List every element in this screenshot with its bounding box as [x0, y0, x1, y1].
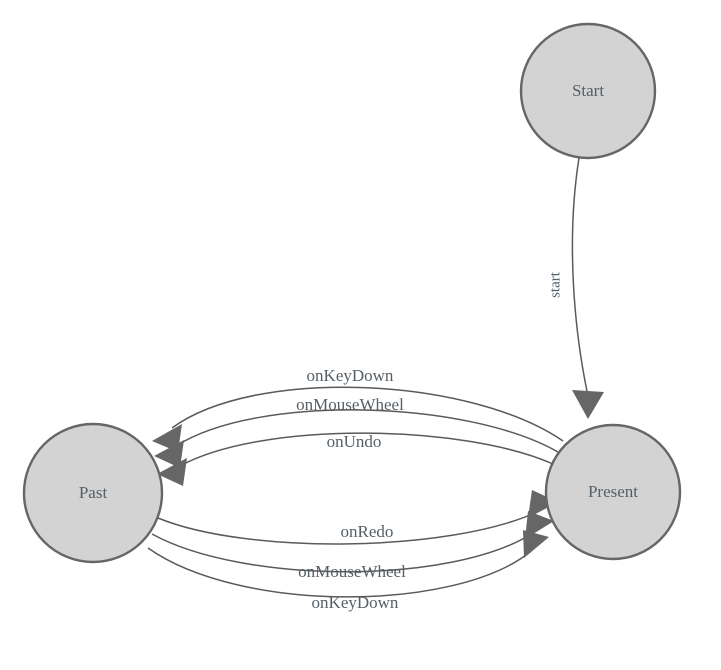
node-present[interactable]: Present [544, 423, 682, 561]
edge-start-to-present-path [571, 157, 589, 397]
edge-present-to-past-undo-path [179, 432, 554, 467]
edge-past-to-present-keydown-path [147, 547, 531, 598]
edge-present-to-past-undo[interactable]: onUndo [157, 432, 554, 486]
edge-past-to-present-mousewheel-path [151, 532, 534, 573]
edge-label-past-to-present-keydown: onKeyDown [312, 593, 399, 612]
node-present-label: Present [588, 482, 638, 501]
edge-label-past-to-present-mousewheel: onMouseWheel [298, 562, 406, 581]
edge-present-to-past-mousewheel-path [175, 409, 559, 453]
edge-present-to-past-keydown-path [171, 386, 564, 442]
edge-present-to-past-keydown[interactable]: onKeyDown [152, 366, 564, 452]
arrowhead-into-present-lower-1 [528, 490, 558, 518]
node-past-circle [22, 422, 164, 564]
arrowhead-into-past-upper-2 [154, 440, 184, 468]
node-start[interactable]: Start [519, 22, 657, 160]
node-past[interactable]: Past [22, 422, 164, 564]
node-start-label: Start [572, 81, 604, 100]
edge-label-past-to-present-redo: onRedo [341, 522, 394, 541]
node-present-circle [544, 423, 682, 561]
arrowhead-into-present-lower-2 [525, 511, 554, 539]
edge-start-to-present[interactable]: start [547, 157, 604, 419]
node-past-label: Past [79, 483, 108, 502]
edge-past-to-present-redo[interactable]: onRedo [157, 490, 558, 545]
edge-present-to-past-mousewheel[interactable]: onMouseWheel [154, 395, 559, 468]
edge-past-to-present-keydown[interactable]: onKeyDown [147, 530, 549, 612]
edge-label-present-to-past-undo: onUndo [327, 432, 382, 451]
edge-label-present-to-past-keydown: onKeyDown [307, 366, 394, 385]
edge-label-start: start [547, 271, 563, 298]
arrowhead-into-present-lower-3 [523, 530, 549, 558]
arrowhead-into-past-upper-1 [152, 424, 182, 452]
edge-past-to-present-mousewheel[interactable]: onMouseWheel [151, 511, 554, 581]
node-start-circle [519, 22, 657, 160]
arrowhead-into-past-upper-3 [157, 458, 187, 486]
edge-label-present-to-past-mousewheel: onMouseWheel [296, 395, 404, 414]
arrowhead-into-present-top [572, 390, 604, 419]
edge-past-to-present-redo-path [157, 511, 538, 545]
